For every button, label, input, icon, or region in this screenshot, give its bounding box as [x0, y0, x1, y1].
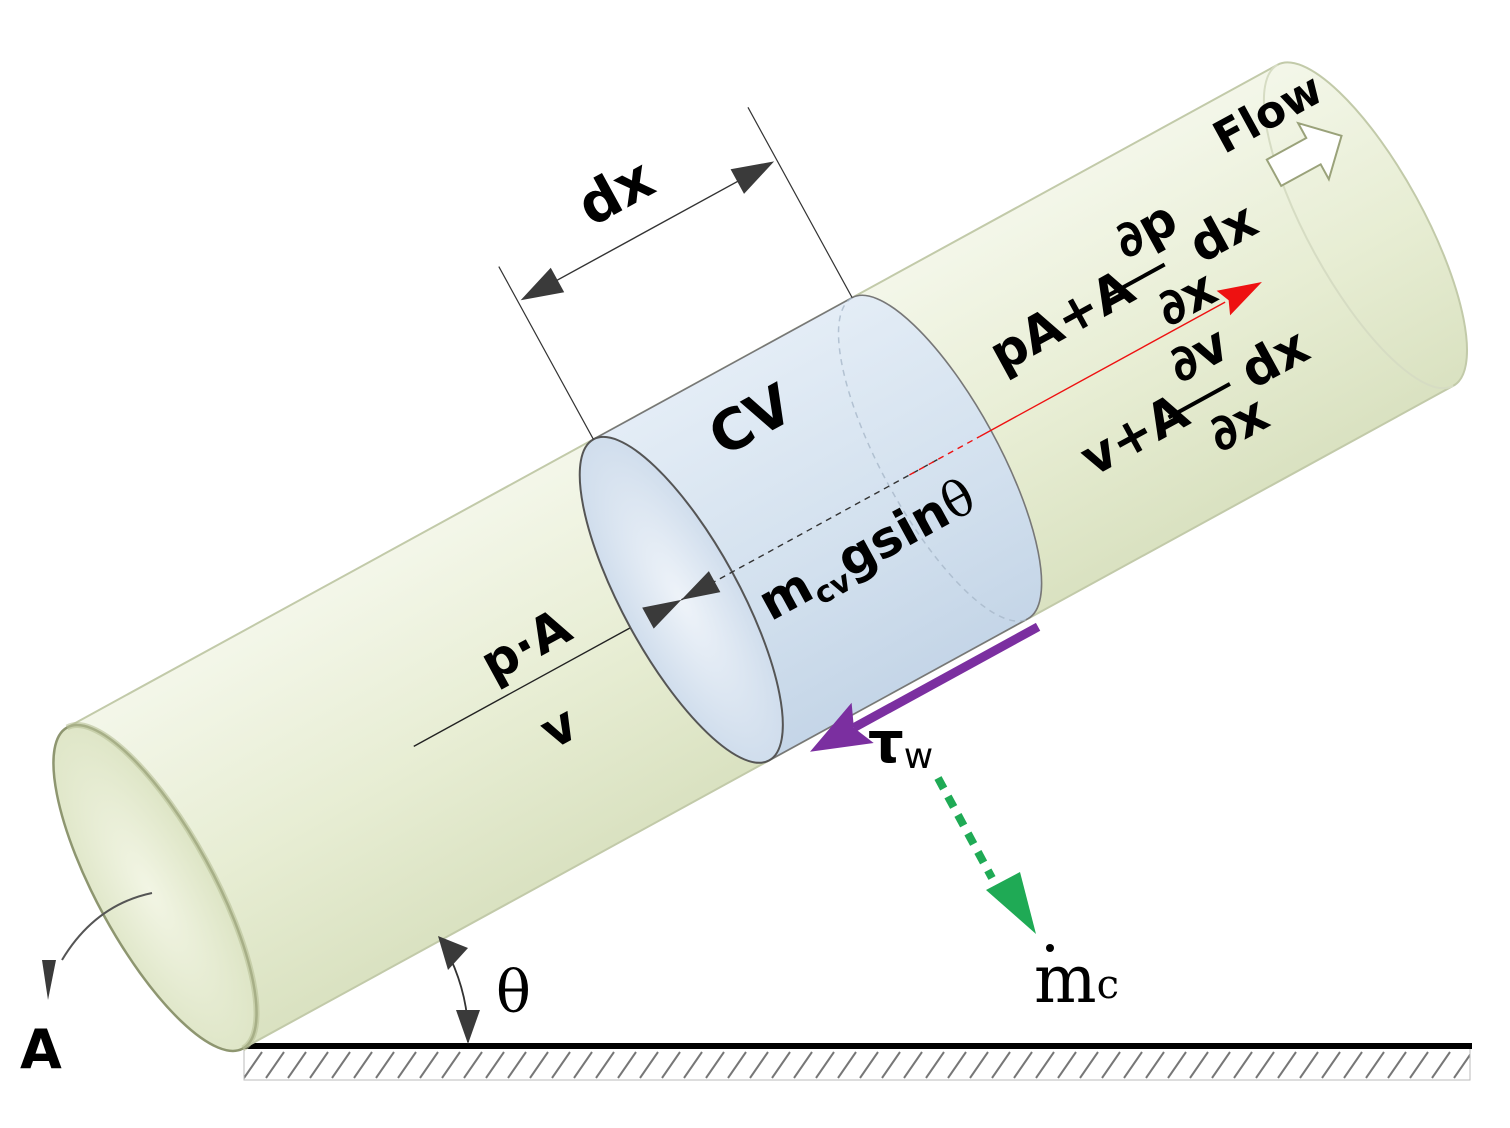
- cv-back-rim: [837, 297, 1029, 622]
- condensation-dot: [1046, 944, 1054, 952]
- shear-arrow-line: [851, 622, 1041, 732]
- condensation-mass-flow-label: mc: [1034, 941, 1119, 1018]
- area-indicator-arc: [61, 892, 153, 961]
- theta-arrowhead-top: [438, 936, 468, 970]
- area-label: A: [20, 1018, 62, 1081]
- shear-arrowhead: [810, 702, 874, 752]
- condensation-arrowhead: [986, 872, 1036, 934]
- flow-arrow: [1265, 121, 1343, 188]
- pressure-fraction-bar: [1102, 262, 1166, 300]
- dx-extension-left: [498, 266, 594, 440]
- pipe-right-rim: [1262, 63, 1454, 390]
- pipe-left-end-shade: [65, 722, 260, 1052]
- pa-in-arrowhead: [642, 599, 682, 629]
- theta-arrowhead-bottom: [456, 1010, 480, 1044]
- theta-label: θ: [496, 958, 531, 1026]
- cv-axis-dashed: [680, 457, 941, 601]
- condensation-arrow-line: [934, 776, 996, 880]
- dx-extension-right: [747, 107, 853, 298]
- velocity-fraction-bar: [1167, 382, 1231, 420]
- dx-arrowhead-left: [520, 267, 565, 301]
- cv-axis-dashed-red: [909, 435, 980, 476]
- dx-dimension-line: [530, 166, 764, 296]
- dx-label: dx: [567, 146, 665, 240]
- area-indicator-arrowhead: [42, 960, 56, 1000]
- cv-face-arrowhead: [681, 571, 721, 600]
- control-volume: [592, 294, 1043, 762]
- dx-arrowhead-right: [730, 161, 775, 194]
- velocity-out-arrow-line: [979, 301, 1226, 438]
- velocity-out-arrowhead: [1216, 281, 1262, 316]
- ground-hatch: [243, 1047, 1471, 1081]
- shear-stress-label: τw: [868, 711, 933, 777]
